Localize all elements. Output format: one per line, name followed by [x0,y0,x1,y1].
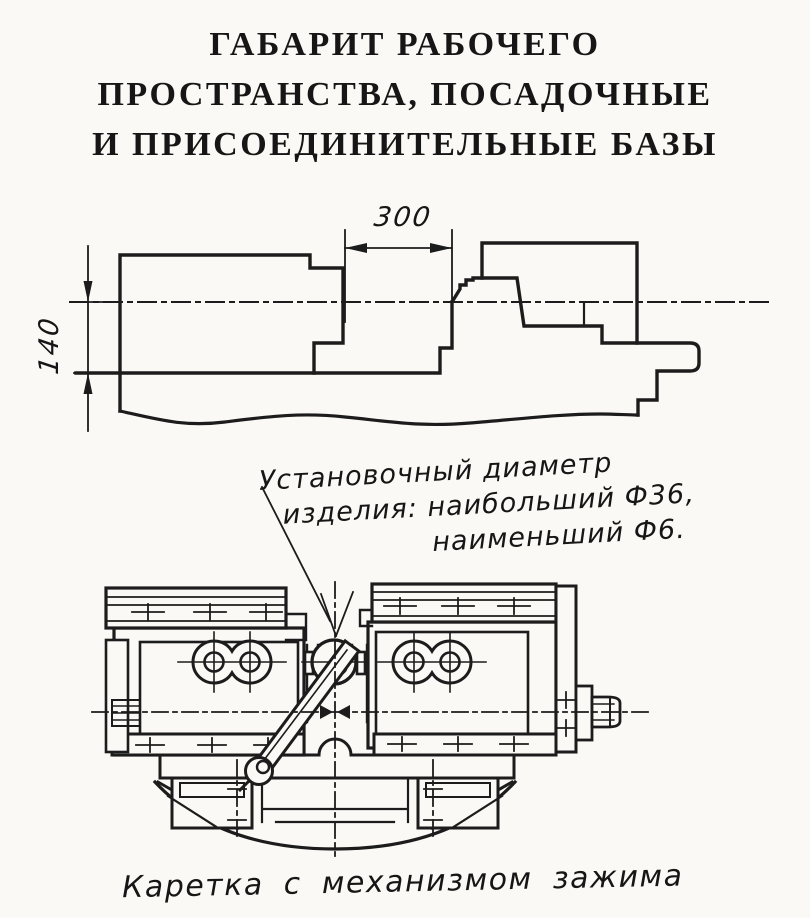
arrowhead-down [83,281,93,302]
right-end-plate [554,584,578,754]
rail-tick-marks [383,597,531,752]
bracket-plus-ticks [227,788,443,821]
title-line-2: ПРОСТРАНСТВА, ПОСАДОЧНЫЕ [97,76,713,113]
top-rail-lines [105,596,287,622]
leader-line [260,485,332,623]
headstock-profile [449,276,701,417]
arrowhead-up [83,373,93,394]
bed-top-line [74,300,454,375]
dimension-label-300: 300 [372,202,434,233]
jaw-right [355,650,367,676]
bracket-inner-band [425,782,491,798]
end-plate-plus-marks [557,691,575,737]
rod-thread-lines [591,703,615,721]
title-line-3: И ПРИСОЕДИНИТЕЛЬНЫЕ БАЗЫ [92,126,718,163]
top-rail-lines [371,591,557,617]
left-bed-outline [118,253,345,413]
top-rail-band [104,586,288,630]
clamp-lever [237,638,361,793]
title-line-1: ГАБАРИТ РАБОЧЕГО [209,26,601,63]
dimension-300 [344,229,453,323]
bore-crosshairs [377,631,487,693]
handle-hole [255,759,271,775]
rail-end-step [284,612,308,642]
left-foot-bracket [155,776,254,831]
arrowhead-right [430,243,452,253]
screw-flange [574,684,594,742]
gusset-inner-line [166,794,220,830]
page-title: ГАБАРИТ РАБОЧЕГО ПРОСТРАНСТВА, ПОСАДОЧНЫ… [0,20,810,170]
rail-end-step [358,608,374,628]
upper-view-side-profile [69,241,775,427]
dimension-140 [73,245,111,432]
right-clamp-block [358,582,622,757]
lever-inner-line [256,648,349,770]
break-line-wavy [118,409,640,427]
centerlines [91,581,651,857]
base-center-block [260,776,410,824]
lower-view-carriage [91,485,651,857]
annotation-leader-arrow [260,485,355,638]
leader-arrowhead [319,590,355,638]
bracket-body [170,776,254,830]
arrowhead-left [345,243,367,253]
dimension-label-140: 140 [34,314,65,377]
gusset-inner-line [450,794,504,830]
end-ridge-lines [111,705,141,721]
left-end-plate [104,638,130,754]
left-clamp-block [104,586,308,757]
headstock-block [480,241,639,345]
bracket-inner-band [179,782,245,798]
recessed-face [374,630,530,736]
bore-crosshairs [177,631,287,693]
